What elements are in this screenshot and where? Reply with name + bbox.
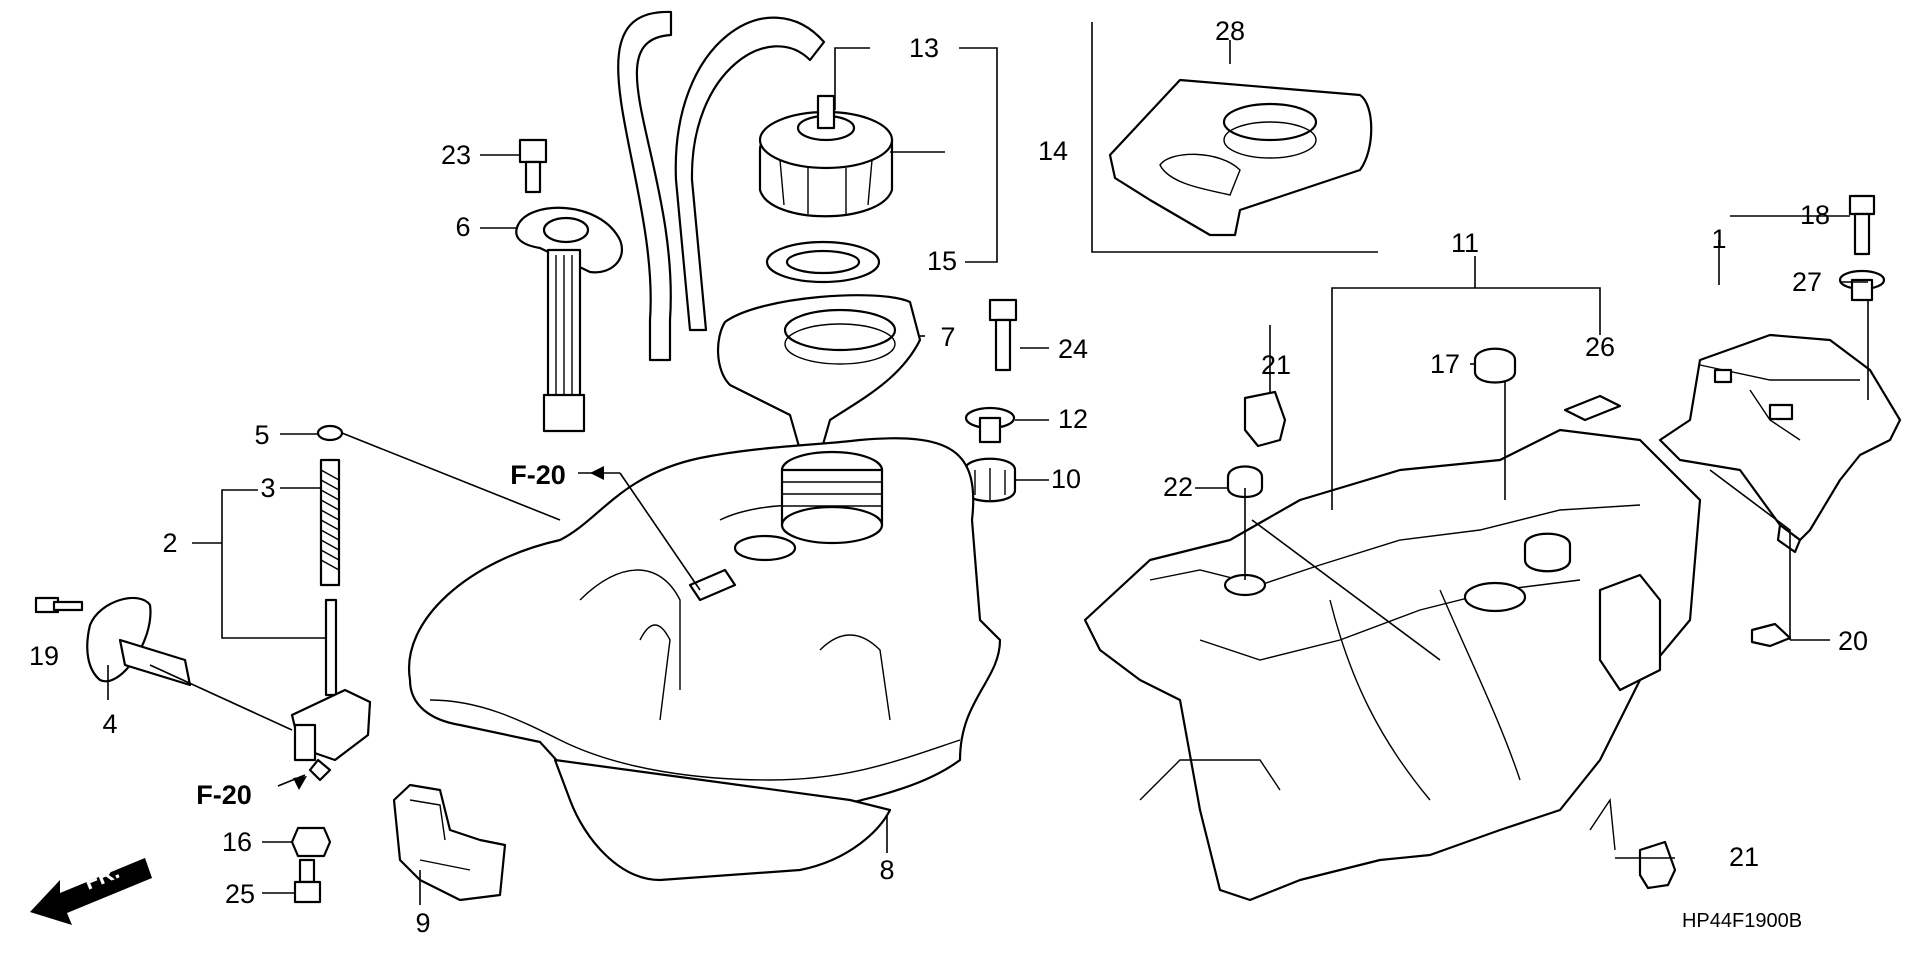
fuel-tank — [407, 437, 1002, 882]
callout-21-top: 21 — [1261, 350, 1291, 380]
front-direction-arrow: FR. — [30, 858, 152, 925]
callout-5: 5 — [254, 420, 269, 450]
cap-gasket — [765, 240, 881, 284]
washer-5 — [316, 424, 344, 442]
callout-21-bottom: 21 — [1729, 842, 1759, 872]
callout-11: 11 — [1451, 228, 1479, 258]
battery-box-1 — [1658, 333, 1902, 554]
fuel-valve — [290, 458, 372, 782]
callout-17: 17 — [1430, 349, 1460, 379]
clip-21-top — [1243, 390, 1287, 448]
ref-arrowhead-tank — [590, 466, 604, 480]
bolt-23 — [518, 138, 548, 194]
screw-19 — [34, 596, 84, 614]
cap-17 — [1473, 347, 1517, 384]
ref-arrowhead-valve — [293, 776, 307, 790]
callout-12: 12 — [1058, 404, 1088, 434]
neck-protector — [716, 294, 922, 457]
clip-21-bottom — [1638, 840, 1677, 890]
cap-22 — [1226, 465, 1264, 499]
callout-23: 23 — [441, 140, 471, 170]
callout-14: 14 — [1038, 136, 1068, 166]
nut-16 — [290, 826, 332, 858]
valve-plate-4 — [86, 596, 192, 687]
callout-26: 26 — [1585, 332, 1615, 362]
fuel-sender — [515, 206, 623, 433]
callout-10: 10 — [1051, 464, 1081, 494]
callout-13: 13 — [909, 33, 939, 63]
bolt-25 — [293, 858, 322, 904]
tank-bracket-9 — [392, 783, 507, 902]
breather-tube — [617, 10, 673, 362]
callout-3: 3 — [260, 473, 275, 503]
bolt-24 — [988, 298, 1018, 372]
callout-15: 15 — [927, 246, 957, 276]
leader-lines — [107, 40, 1869, 905]
callout-24: 24 — [1058, 334, 1088, 364]
reference-f20-valve: F-20 — [196, 780, 252, 810]
pad-26 — [1563, 394, 1622, 422]
callout-20: 20 — [1838, 626, 1868, 656]
callout-9: 9 — [415, 908, 430, 938]
callout-27: 27 — [1792, 267, 1822, 297]
callout-25: 25 — [225, 879, 255, 909]
breather-tube-body — [674, 16, 826, 332]
collar-27 — [1838, 269, 1886, 302]
reference-f20-tank: F-20 — [510, 460, 566, 490]
inset-frame — [1091, 22, 1378, 253]
fuel-cap — [758, 94, 894, 218]
diagram-code: HP44F1900B — [1682, 910, 1802, 932]
callout-18: 18 — [1800, 200, 1830, 230]
bolt-18 — [1848, 194, 1876, 256]
nut-20 — [1750, 622, 1792, 648]
callout-4: 4 — [102, 709, 117, 739]
collar-12 — [964, 406, 1016, 444]
callout-7: 7 — [940, 322, 955, 352]
frame-tray — [1083, 428, 1702, 902]
callout-2: 2 — [162, 528, 177, 558]
callout-28: 28 — [1215, 16, 1245, 46]
callout-16: 16 — [222, 827, 252, 857]
callout-8: 8 — [879, 855, 894, 885]
callout-1: 1 — [1711, 224, 1726, 254]
callout-22: 22 — [1163, 472, 1193, 502]
callout-19: 19 — [29, 641, 59, 671]
inset-protector — [1108, 78, 1373, 237]
callout-6: 6 — [455, 212, 470, 242]
